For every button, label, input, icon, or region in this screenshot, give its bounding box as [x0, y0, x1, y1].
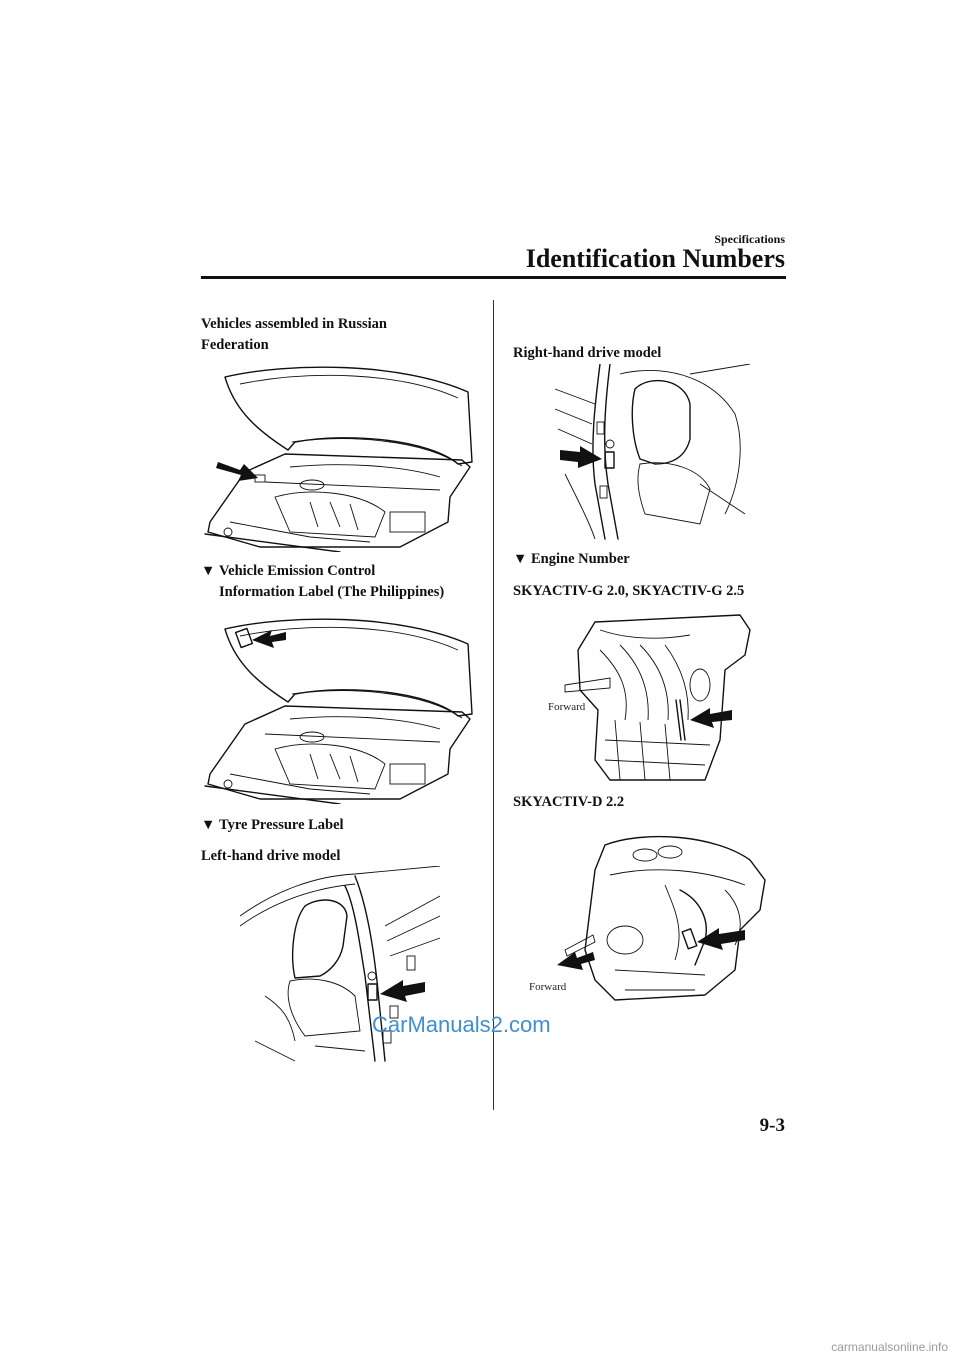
header-rule — [201, 276, 786, 279]
hood-illustration-philippines — [204, 618, 473, 804]
diesel-forward-caption: Forward — [529, 981, 567, 993]
gas-engine-illustration: Forward — [548, 614, 751, 781]
triangle-bullet-icon: ▼ — [513, 551, 528, 567]
rhd-door-illustration — [554, 364, 751, 540]
gas-forward-caption: Forward — [548, 701, 586, 713]
engine-heading: ▼Engine Number — [513, 549, 630, 570]
tyre-heading: ▼Tyre Pressure Label — [201, 815, 344, 836]
section-label: Specifications — [714, 232, 785, 246]
watermark-logo: CarManuals2.com — [372, 1012, 551, 1037]
rhd-label: Right-hand drive model — [513, 345, 662, 361]
site-watermark: carmanualsonline.info — [831, 1340, 948, 1354]
diesel-engine-illustration: Forward — [529, 835, 766, 1001]
lhd-label: Left-hand drive model — [201, 848, 341, 864]
triangle-bullet-icon: ▼ — [201, 563, 216, 579]
page-number: 9-3 — [759, 1115, 785, 1136]
chapter-title: Identification Numbers — [525, 244, 785, 273]
russia-title: Vehicles assembled in Russian Federation — [201, 316, 387, 353]
diesel-engine-label: SKYACTIV-D 2.2 — [513, 794, 625, 810]
emission-heading: ▼Vehicle Emission Control Information La… — [201, 563, 445, 600]
hood-illustration-russia — [204, 366, 473, 552]
gas-engine-label: SKYACTIV-G 2.0, SKYACTIV-G 2.5 — [513, 583, 745, 599]
triangle-bullet-icon: ▼ — [201, 817, 216, 833]
column-divider — [493, 300, 494, 1110]
lhd-door-illustration — [239, 866, 441, 1062]
